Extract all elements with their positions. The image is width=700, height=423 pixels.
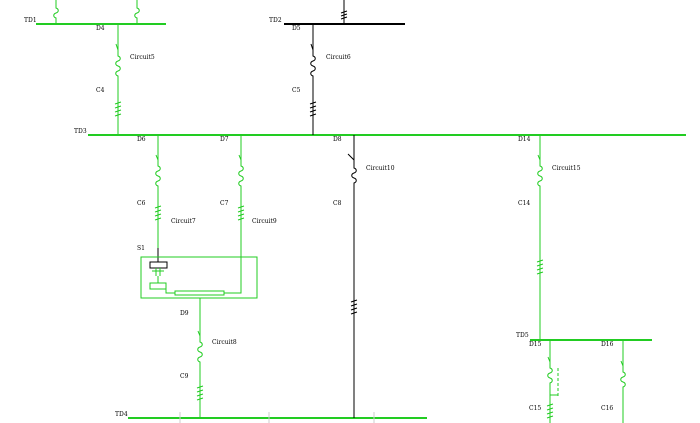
circuit5-label: Circuit5	[130, 54, 155, 61]
circuit6-label: Circuit6	[326, 54, 351, 61]
node-d7-label: D7	[220, 136, 229, 143]
cable-c6-label: C6	[137, 200, 146, 207]
feeder-stub-td1	[53, 0, 140, 24]
bus-td2-label: TD2	[269, 17, 282, 24]
td4-stubs	[179, 412, 375, 423]
node-d8-label: D8	[333, 136, 342, 143]
node-d16-label: D16	[601, 341, 614, 348]
feeder-d5[interactable]	[309, 24, 317, 135]
cable-c5-label: C5	[292, 87, 301, 94]
circuit7-label: Circuit7	[171, 218, 196, 225]
cable-c16-label: C16	[601, 405, 613, 412]
feeder-d15[interactable]	[546, 340, 559, 423]
node-d6-label: D6	[137, 136, 146, 143]
bus-td3-label: TD3	[74, 128, 87, 135]
node-d4-label: D4	[96, 25, 105, 32]
node-d14-label: D14	[518, 136, 531, 143]
feeder-d6[interactable]	[154, 135, 162, 258]
feeder-d8[interactable]	[347, 135, 358, 418]
bus-td1-label: TD1	[24, 17, 37, 24]
bus-td4-label: TD4	[115, 411, 128, 418]
circuit8-label: Circuit8	[212, 339, 237, 346]
feeder-d4[interactable]	[114, 24, 122, 135]
cable-c4-label: C4	[96, 87, 105, 94]
circuit15-label: Circuit15	[552, 165, 581, 172]
transformer-s1-label: S1	[137, 245, 145, 252]
transformer-s1[interactable]	[140, 256, 258, 299]
cable-c9-label: C9	[180, 373, 189, 380]
cable-c7-label: C7	[220, 200, 229, 207]
circuit9-label: Circuit9	[252, 218, 277, 225]
node-d15-label: D15	[529, 341, 542, 348]
feeder-source-td2	[340, 0, 348, 24]
circuit10-label: Circuit10	[366, 165, 395, 172]
feeder-d16[interactable]	[620, 340, 626, 423]
cable-c14-label: C14	[518, 200, 530, 207]
feeder-d9[interactable]	[196, 298, 204, 418]
cable-c15-label: C15	[529, 405, 541, 412]
node-d5-label: D5	[292, 25, 301, 32]
node-d9-label: D9	[180, 310, 189, 317]
bus-td5-label: TD5	[516, 332, 529, 339]
cable-c8-label: C8	[333, 200, 342, 207]
feeder-d7[interactable]	[224, 135, 245, 294]
feeder-d14[interactable]	[536, 135, 544, 340]
